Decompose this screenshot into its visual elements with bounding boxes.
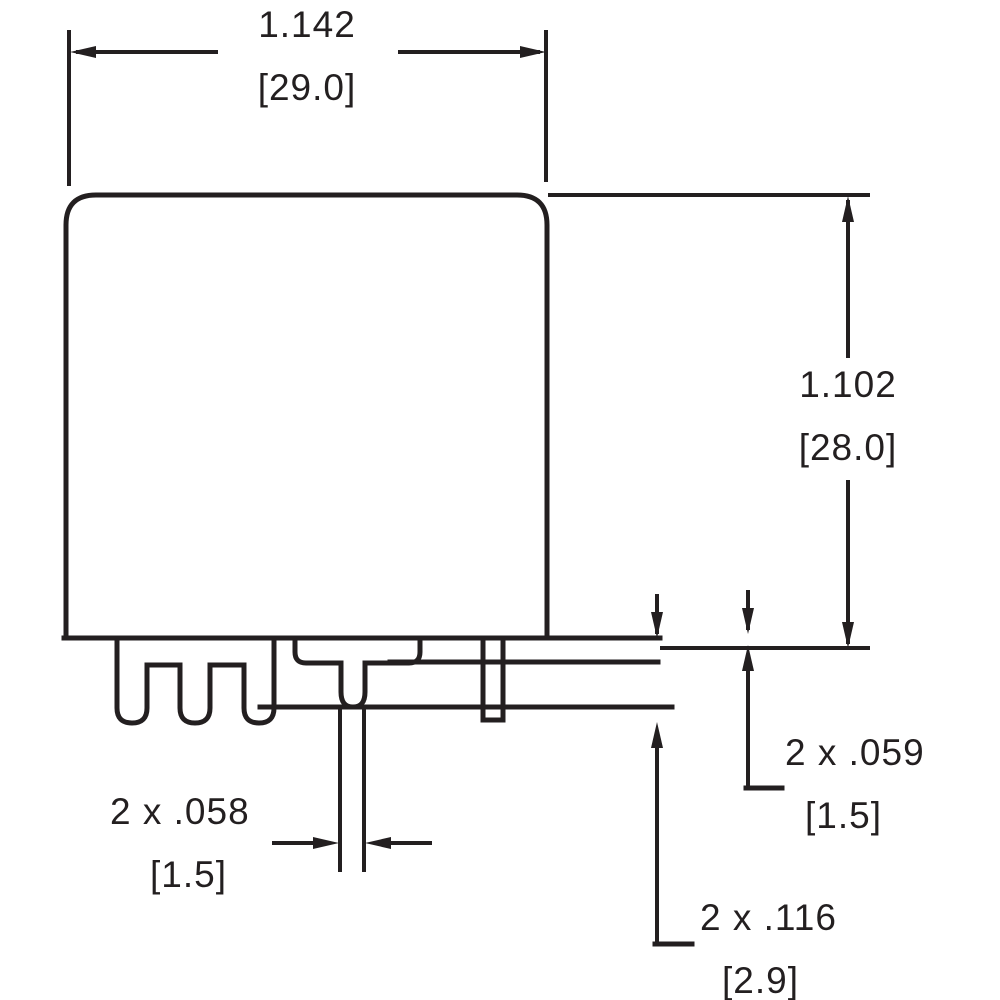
pin-width-metric-label: [2.9]	[722, 960, 799, 1000]
thickness-right-inch-label: 2 x .059	[785, 732, 925, 773]
thickness-right-arrow-a-head	[651, 612, 663, 638]
right-height-dimension-group: 1.102 [28.0]	[548, 193, 898, 650]
center-t-pin-group	[292, 636, 423, 710]
pin-width-leader-arrowhead	[651, 722, 663, 748]
right-rect-pin-group	[480, 635, 506, 723]
right-rect-pin-profile	[480, 635, 506, 723]
thickness-left-arrow-a-head	[313, 837, 339, 849]
thickness-right-leader-arrowhead	[742, 645, 754, 671]
pin-width-inch-label: 2 x .116	[700, 897, 837, 938]
relay-body-outline	[63, 192, 550, 641]
top-dim-left-arrowhead	[70, 46, 96, 58]
thickness-right-metric-label: [1.5]	[805, 795, 882, 836]
height-dim-metric-label: [28.0]	[799, 427, 898, 468]
top-dim-right-arrowhead	[520, 46, 546, 58]
relay-body-outline-group	[63, 192, 550, 641]
left-pins-profile	[114, 636, 277, 726]
top-dim-metric-label: [29.0]	[258, 67, 357, 108]
height-dim-inch-label: 1.102	[799, 364, 897, 405]
height-dim-top-arrowhead	[842, 196, 854, 222]
thickness-left-metric-label: [1.5]	[150, 854, 227, 895]
thickness-left-arrow-b-head	[365, 837, 391, 849]
pin-thickness-right-dimension-group: 2 x .059 [1.5]	[651, 590, 925, 836]
thickness-left-inch-label: 2 x .058	[110, 791, 250, 832]
height-dim-bottom-arrowhead	[842, 622, 854, 648]
thickness-right-arrow-b-head	[742, 608, 754, 634]
pin-width-bottom-dimension-group: 2 x .116 [2.9]	[651, 722, 837, 1000]
top-width-dimension-group: 1.142 [29.0]	[67, 4, 548, 186]
left-pin-group	[114, 636, 277, 726]
base-plate-group	[61, 635, 675, 710]
center-t-pin-profile	[292, 636, 423, 710]
top-dim-inch-label: 1.142	[258, 4, 356, 45]
pin-thickness-left-dimension-group: 2 x .058 [1.5]	[110, 706, 432, 895]
